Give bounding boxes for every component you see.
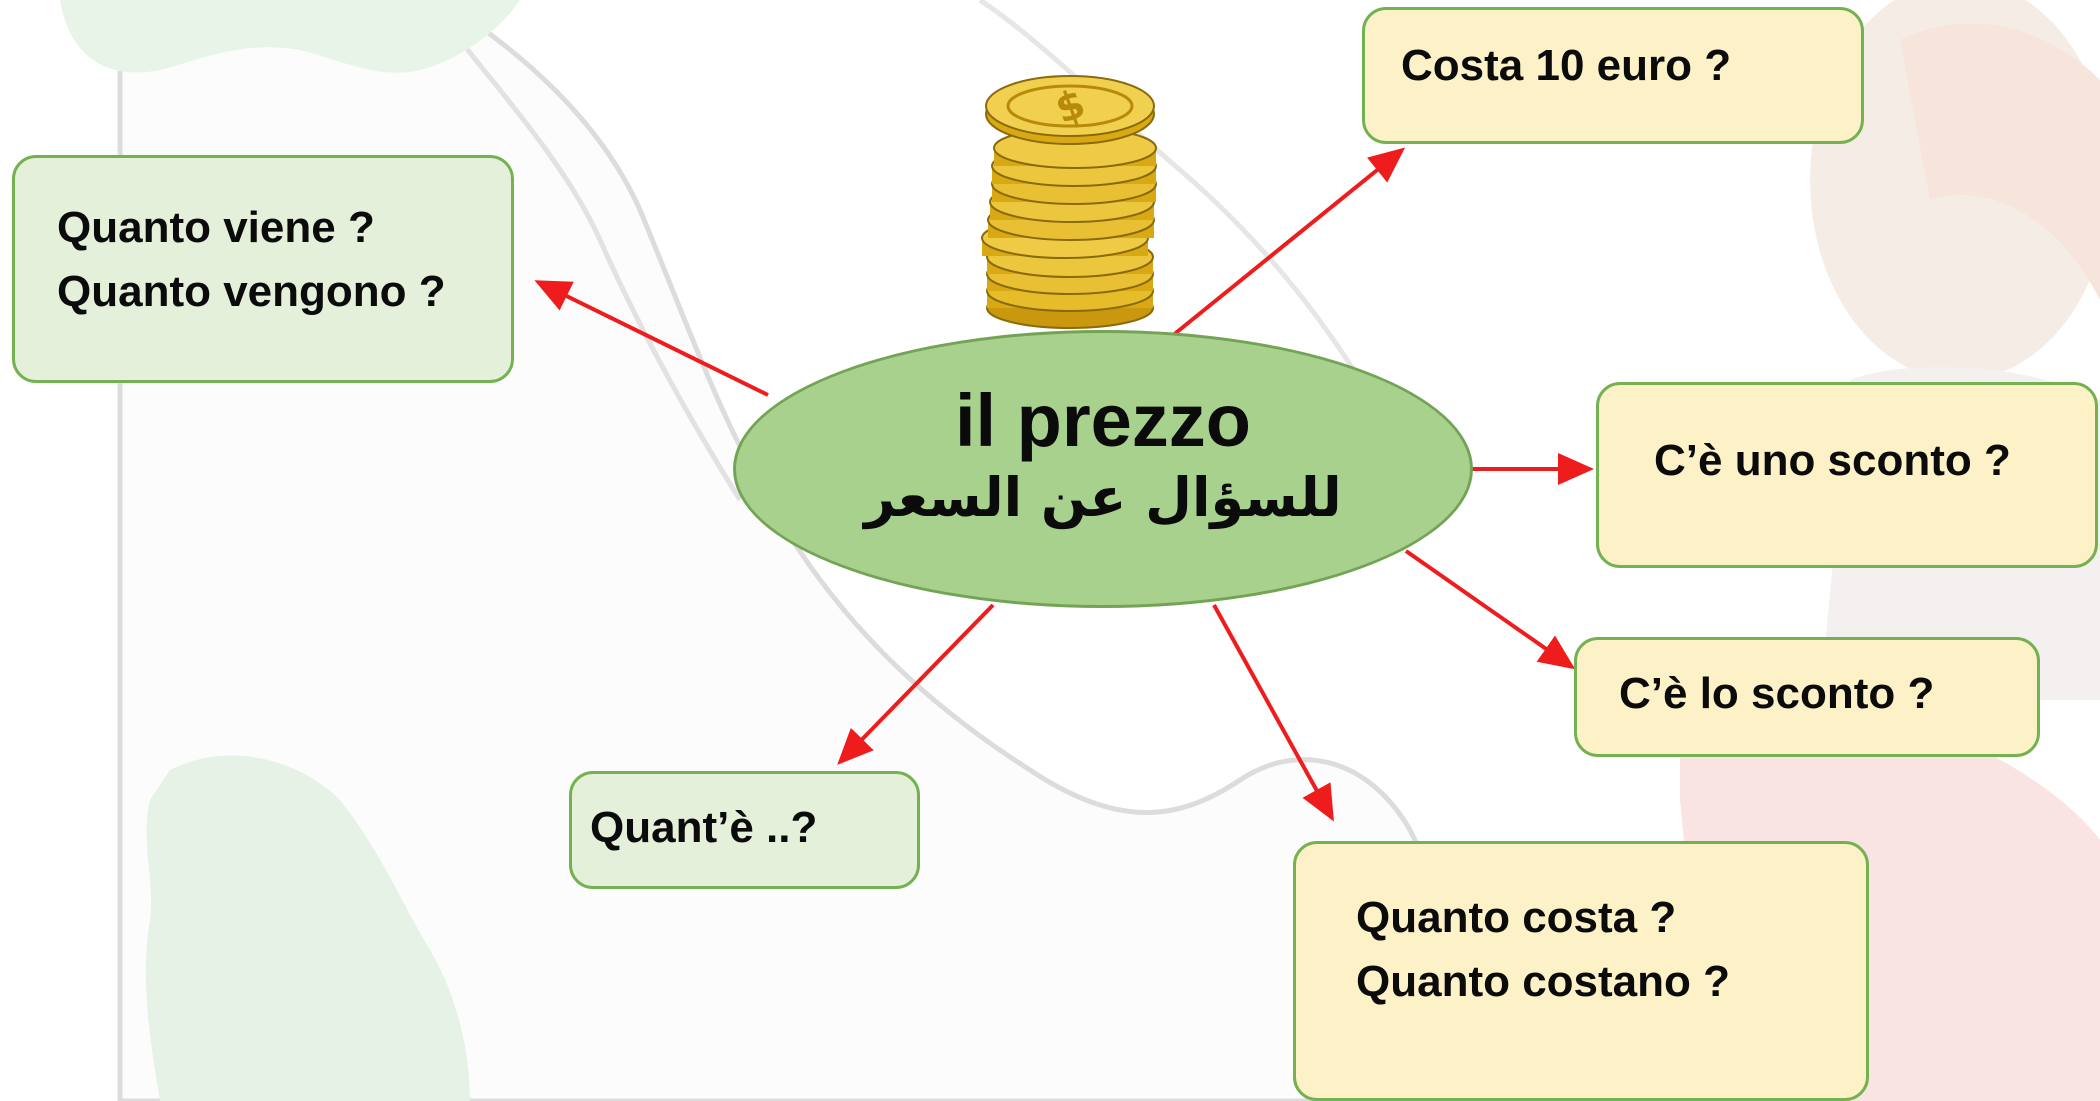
center-arabic-subtitle: للسؤال عن السعر [864,466,1342,529]
center-title: il prezzo [954,379,1252,462]
box-line: Quanto viene ? [57,203,375,252]
green-region-top [60,0,520,73]
box-line: C’è lo sconto ? [1619,669,1935,718]
box-costa-10-euro: Costa 10 euro ? [1362,7,1864,144]
center-topic-ellipse: il prezzo للسؤال عن السعر [733,330,1473,608]
box-line: Quanto vengono ? [57,267,446,316]
box-line: Quanto costa ? [1356,893,1677,942]
box-quant-e: Quant’è ..? [569,771,920,889]
green-island [145,755,471,1101]
box-lo-sconto: C’è lo sconto ? [1574,637,2040,757]
box-line: Quanto costano ? [1356,957,1730,1006]
coin-stack-icon: $ [981,75,1157,329]
box-line: Costa 10 euro ? [1401,41,1732,90]
box-line: C’è uno sconto ? [1654,436,2011,485]
box-quanto-costa: Quanto costa ? Quanto costano ? [1293,841,1869,1101]
box-uno-sconto: C’è uno sconto ? [1596,382,2098,568]
box-quanto-viene: Quanto viene ? Quanto vengono ? [12,155,514,383]
box-line: Quant’è ..? [590,803,818,852]
